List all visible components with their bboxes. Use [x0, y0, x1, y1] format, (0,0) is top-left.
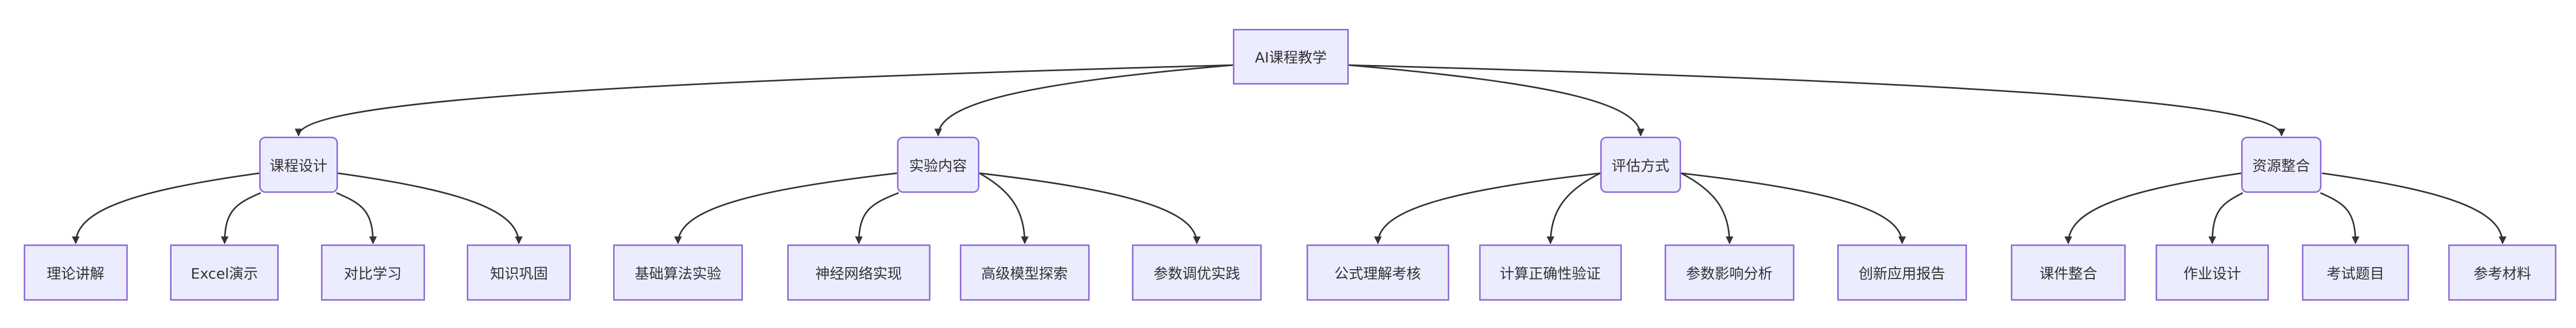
leaf-node: 参数影响分析 [1664, 244, 1794, 301]
node-label: 参数调优实践 [1153, 265, 1240, 282]
edge-branch-to-leaf [2321, 172, 2506, 244]
edge-branch-to-leaf [674, 172, 897, 244]
edge-branch-to-leaf [2208, 192, 2243, 244]
edge-branch-to-leaf [979, 172, 1029, 244]
leaf-node: 计算正确性验证 [1479, 244, 1622, 301]
leaf-node: 创新应用报告 [1837, 244, 1967, 301]
leaf-node: 参考材料 [2448, 244, 2557, 301]
node-label: 实验内容 [909, 157, 967, 174]
edge-root-to-branch [1348, 64, 2285, 137]
edge-branch-to-leaf [1547, 172, 1601, 244]
branch-node-resources: 资源整合 [2241, 137, 2321, 193]
node-label: 神经网络实现 [815, 265, 902, 282]
edge-root-to-branch [1348, 64, 1645, 137]
edge-branch-to-leaf [337, 172, 523, 244]
node-label: 创新应用报告 [1858, 265, 1945, 282]
node-label: 评估方式 [1612, 157, 1670, 174]
node-label: 基础算法实验 [634, 265, 721, 282]
node-label: 知识巩固 [490, 265, 548, 282]
node-label: 计算正确性验证 [1499, 265, 1601, 282]
edge-branch-to-leaf [2064, 172, 2242, 244]
edge-branch-to-leaf [855, 192, 899, 244]
node-label: 课程设计 [269, 157, 328, 174]
leaf-node: 考试题目 [2302, 244, 2409, 301]
node-label: 公式理解考核 [1334, 265, 1421, 282]
leaf-node: 参数调优实践 [1132, 244, 1262, 301]
leaf-node: 公式理解考核 [1306, 244, 1449, 301]
node-label: 作业设计 [2183, 265, 2241, 282]
root-node: AI课程教学 [1233, 29, 1349, 85]
leaf-node: 对比学习 [320, 244, 425, 301]
leaf-node: Excel演示 [170, 244, 279, 301]
node-label: 课件整合 [2039, 265, 2097, 282]
node-label: 对比学习 [344, 265, 402, 282]
edge-branch-to-leaf [1681, 172, 1734, 244]
edge-root-to-branch [295, 64, 1233, 137]
node-label: 高级模型探索 [981, 265, 1068, 282]
edge-branch-to-leaf [221, 192, 261, 244]
edge-branch-to-leaf [979, 172, 1201, 244]
edge-branch-to-leaf [1374, 172, 1601, 244]
edge-root-to-branch [934, 64, 1233, 137]
edge-branch-to-leaf [1681, 172, 1906, 244]
branch-node-assessment: 评估方式 [1600, 137, 1681, 193]
leaf-node: 知识巩固 [467, 244, 571, 301]
leaf-node: 理论讲解 [23, 244, 128, 301]
edge-branch-to-leaf [72, 172, 260, 244]
node-label: AI课程教学 [1255, 49, 1327, 66]
edge-branch-to-leaf [336, 192, 377, 244]
branch-node-experiments: 实验内容 [897, 137, 979, 193]
leaf-node: 神经网络实现 [787, 244, 930, 301]
node-label: 参数影响分析 [1686, 265, 1773, 282]
leaf-node: 课件整合 [2011, 244, 2126, 301]
edge-branch-to-leaf [2320, 192, 2360, 244]
leaf-node: 基础算法实验 [613, 244, 743, 301]
node-label: Excel演示 [191, 265, 258, 282]
leaf-node: 高级模型探索 [959, 244, 1090, 301]
node-label: 考试题目 [2326, 265, 2384, 282]
node-label: 参考材料 [2473, 265, 2531, 282]
node-label: 理论讲解 [46, 265, 105, 282]
node-label: 资源整合 [2252, 157, 2310, 174]
leaf-node: 作业设计 [2156, 244, 2269, 301]
branch-node-course-design: 课程设计 [259, 137, 338, 193]
